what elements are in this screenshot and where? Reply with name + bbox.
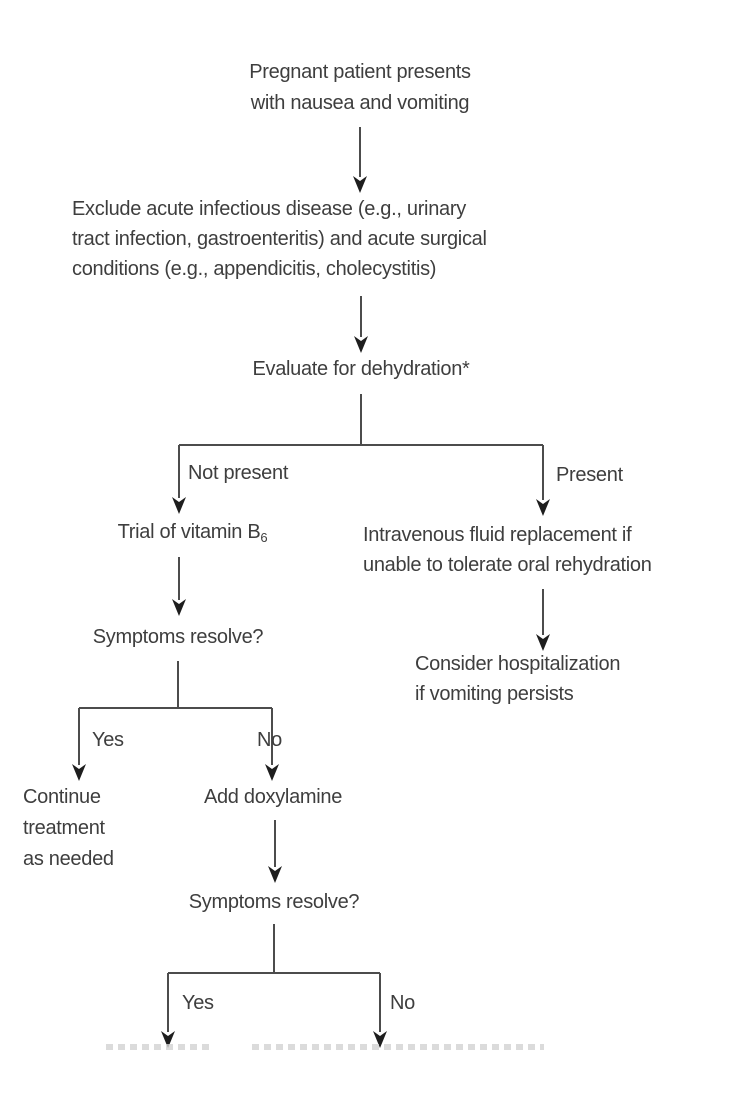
node-evaluate-dehydration: Evaluate for dehydration*	[252, 358, 470, 380]
node-continue-line2: treatment	[23, 817, 105, 839]
node-exclude-line3: conditions (e.g., appendicitis, cholecys…	[72, 258, 437, 280]
node-symptoms-resolve-2: Symptoms resolve?	[188, 891, 360, 913]
node-continue-line1: Continue	[23, 786, 101, 808]
node-start-line1: Pregnant patient presents	[249, 61, 471, 83]
edge-label-no-2: No	[390, 992, 415, 1014]
node-consider-hospitalization: Consider hospitalization if vomiting per…	[415, 649, 715, 709]
node-continue-line3: as needed	[23, 848, 114, 870]
node-add-doxylamine: Add doxylamine	[203, 786, 343, 808]
edge-label-present: Present	[556, 464, 623, 486]
vitamin-b6-subscript: 6	[260, 530, 268, 545]
node-continue-treatment: Continue treatment as needed	[23, 782, 163, 875]
cropped-text-remnant-left	[106, 1044, 212, 1050]
node-start: Pregnant patient presents with nausea an…	[185, 57, 535, 119]
edge-label-not-present: Not present	[188, 462, 289, 484]
edge-label-yes-1: Yes	[92, 729, 124, 751]
node-exclude-line1: Exclude acute infectious disease (e.g., …	[72, 198, 466, 220]
node-start-line2: with nausea and vomiting	[250, 92, 470, 114]
node-exclude-acute-conditions: Exclude acute infectious disease (e.g., …	[72, 194, 542, 284]
node-hospital-line2: if vomiting persists	[415, 683, 574, 705]
edge-label-yes-2: Yes	[182, 992, 214, 1014]
node-symptoms-resolve-1: Symptoms resolve?	[92, 626, 264, 648]
node-iv-line1: Intravenous fluid replacement if	[363, 524, 632, 546]
node-trial-vitamin-b6: Trial of vitamin B6	[117, 521, 268, 545]
node-iv-line2: unable to tolerate oral rehydration	[363, 554, 652, 576]
node-exclude-line2: tract infection, gastroenteritis) and ac…	[72, 228, 487, 250]
node-iv-fluid-replacement: Intravenous fluid replacement if unable …	[363, 520, 733, 580]
edge-label-no-1: No	[257, 729, 282, 751]
cropped-text-remnant-right	[252, 1044, 544, 1050]
node-hospital-line1: Consider hospitalization	[415, 653, 621, 675]
